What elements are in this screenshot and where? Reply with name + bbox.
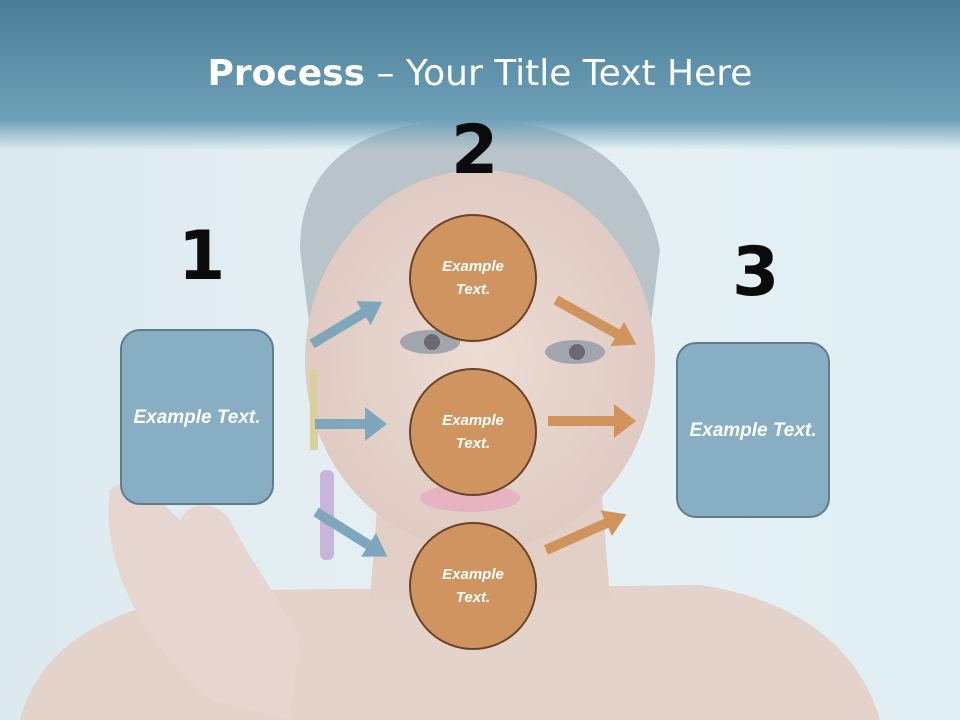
circle-top-text: Example Text. — [442, 258, 504, 298]
title-rest: – Your Title Text Here — [365, 53, 753, 94]
title-bold: Process — [207, 53, 366, 94]
step-number-3: 3 — [732, 233, 780, 312]
slide-title: Process – Your Title Text Here — [0, 52, 960, 96]
right-text-box: Example Text. — [676, 342, 830, 518]
circle-bottom: Example Text. — [409, 522, 537, 650]
circle-bottom-text: Example Text. — [442, 566, 504, 606]
circle-middle: Example Text. — [409, 368, 537, 496]
step-number-1: 1 — [178, 217, 226, 296]
title-banner — [0, 0, 960, 150]
left-text-box: Example Text. — [120, 329, 274, 505]
left-box-text: Example Text. — [133, 406, 261, 428]
right-box-text: Example Text. — [689, 419, 817, 441]
step-number-2: 2 — [451, 111, 499, 190]
circle-top: Example Text. — [409, 214, 537, 342]
circle-middle-text: Example Text. — [442, 412, 504, 452]
